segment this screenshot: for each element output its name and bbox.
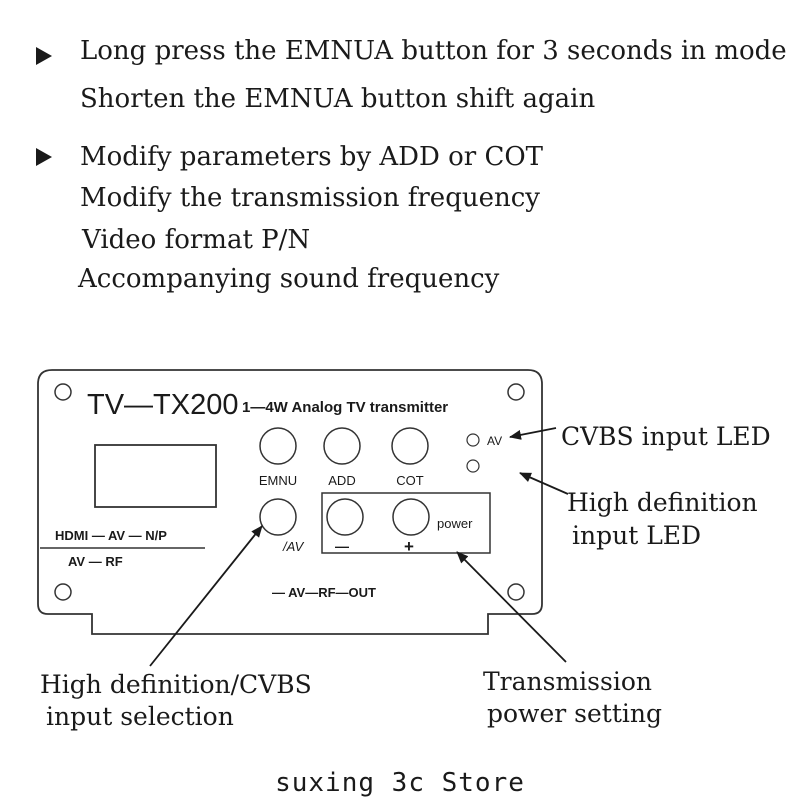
callout-power-setting-2: power setting (487, 699, 662, 728)
instruction-line: Shorten the EMNUA button shift again (80, 84, 596, 114)
power-minus-button[interactable] (326, 498, 364, 536)
cot-label: COT (396, 473, 424, 488)
callout-hd-led-2: input LED (572, 521, 701, 550)
av-select-button[interactable] (259, 498, 297, 536)
output-label: — AV—RF—OUT (272, 585, 376, 600)
arrow-cvbs-led (509, 427, 557, 440)
instruction-line: Video format P/N (82, 225, 311, 255)
bullet-icon (36, 47, 52, 65)
screw-hole-icon (54, 383, 72, 401)
screw-hole-icon (507, 383, 525, 401)
emnu-label: EMNU (259, 473, 297, 488)
plus-label: + (404, 537, 414, 556)
arrow-input-selection (149, 525, 263, 667)
input-label-top: HDMI — AV — N/P (55, 528, 167, 543)
arrow-hd-led (519, 472, 569, 495)
instruction-line: Accompanying sound frequency (78, 264, 500, 294)
add-button[interactable] (323, 427, 361, 465)
cot-button[interactable] (391, 427, 429, 465)
model-name: TV—TX200 (87, 389, 239, 421)
display-window (94, 444, 217, 508)
callout-input-selection-1: High definition/CVBS (40, 670, 312, 699)
hd-led (466, 459, 480, 473)
instruction-line: Modify parameters by ADD or COT (80, 142, 544, 172)
instruction-line: Long press the EMNUA button for 3 second… (80, 36, 787, 66)
arrow-power-setting (456, 551, 567, 663)
av-label: /AV (282, 539, 305, 554)
power-plus-button[interactable] (392, 498, 430, 536)
power-label: power (437, 516, 473, 531)
minus-label: — (335, 538, 349, 554)
model-subtitle: 1—4W Analog TV transmitter (242, 399, 448, 416)
screw-hole-icon (507, 583, 525, 601)
callout-input-selection-2: input selection (46, 702, 234, 731)
panel-outline (37, 369, 543, 635)
callout-power-setting-1: Transmission (483, 667, 652, 696)
power-group-box (321, 492, 491, 554)
store-watermark: suxing 3c Store (275, 768, 525, 798)
led-av-label: AV (487, 434, 502, 448)
emnu-button[interactable] (259, 427, 297, 465)
bullet-icon (36, 148, 52, 166)
input-label-bottom: AV — RF (68, 554, 123, 569)
callout-cvbs-led: CVBS input LED (561, 422, 771, 451)
screw-hole-icon (54, 583, 72, 601)
callout-hd-led-1: High definition (567, 488, 758, 517)
instruction-line: Modify the transmission frequency (80, 183, 540, 213)
cvbs-led (466, 433, 480, 447)
add-label: ADD (328, 473, 355, 488)
